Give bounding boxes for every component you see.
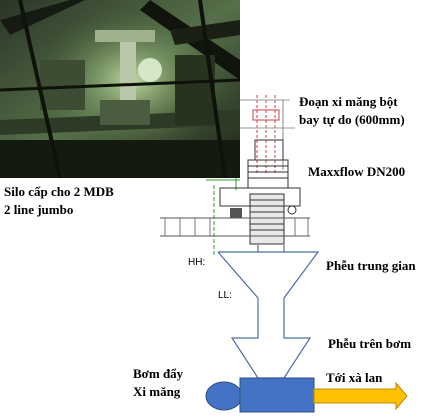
discharge-arrow — [313, 381, 408, 411]
pump — [205, 377, 315, 413]
to-barge-label: Tới xà lan — [326, 370, 383, 385]
maxxflow-label: Maxxflow DN200 — [308, 164, 406, 179]
hh-level-label: HH: — [188, 257, 206, 268]
pump-label-line1: Bơm đẩy — [133, 366, 184, 381]
pump-label-line2: Xi măng — [133, 384, 181, 399]
silo-photo — [0, 0, 240, 178]
ll-level-label: LL: — [218, 290, 232, 301]
pump-hopper-label: Phễu trên bơm — [328, 336, 412, 351]
intermediate-hopper-label: Phễu trung gian — [326, 258, 416, 273]
silo-label-line1: Silo cấp cho 2 MDB — [4, 184, 114, 199]
free-fall-label-line2: bay tự do (600mm) — [299, 112, 405, 127]
silo-label-line2: 2 line jumbo — [4, 202, 74, 217]
platform-grating — [160, 217, 310, 237]
hopper-outline — [217, 245, 320, 379]
free-fall-label-line1: Đoạn xi măng bột — [299, 94, 398, 109]
maxxflow-valve — [219, 139, 301, 245]
